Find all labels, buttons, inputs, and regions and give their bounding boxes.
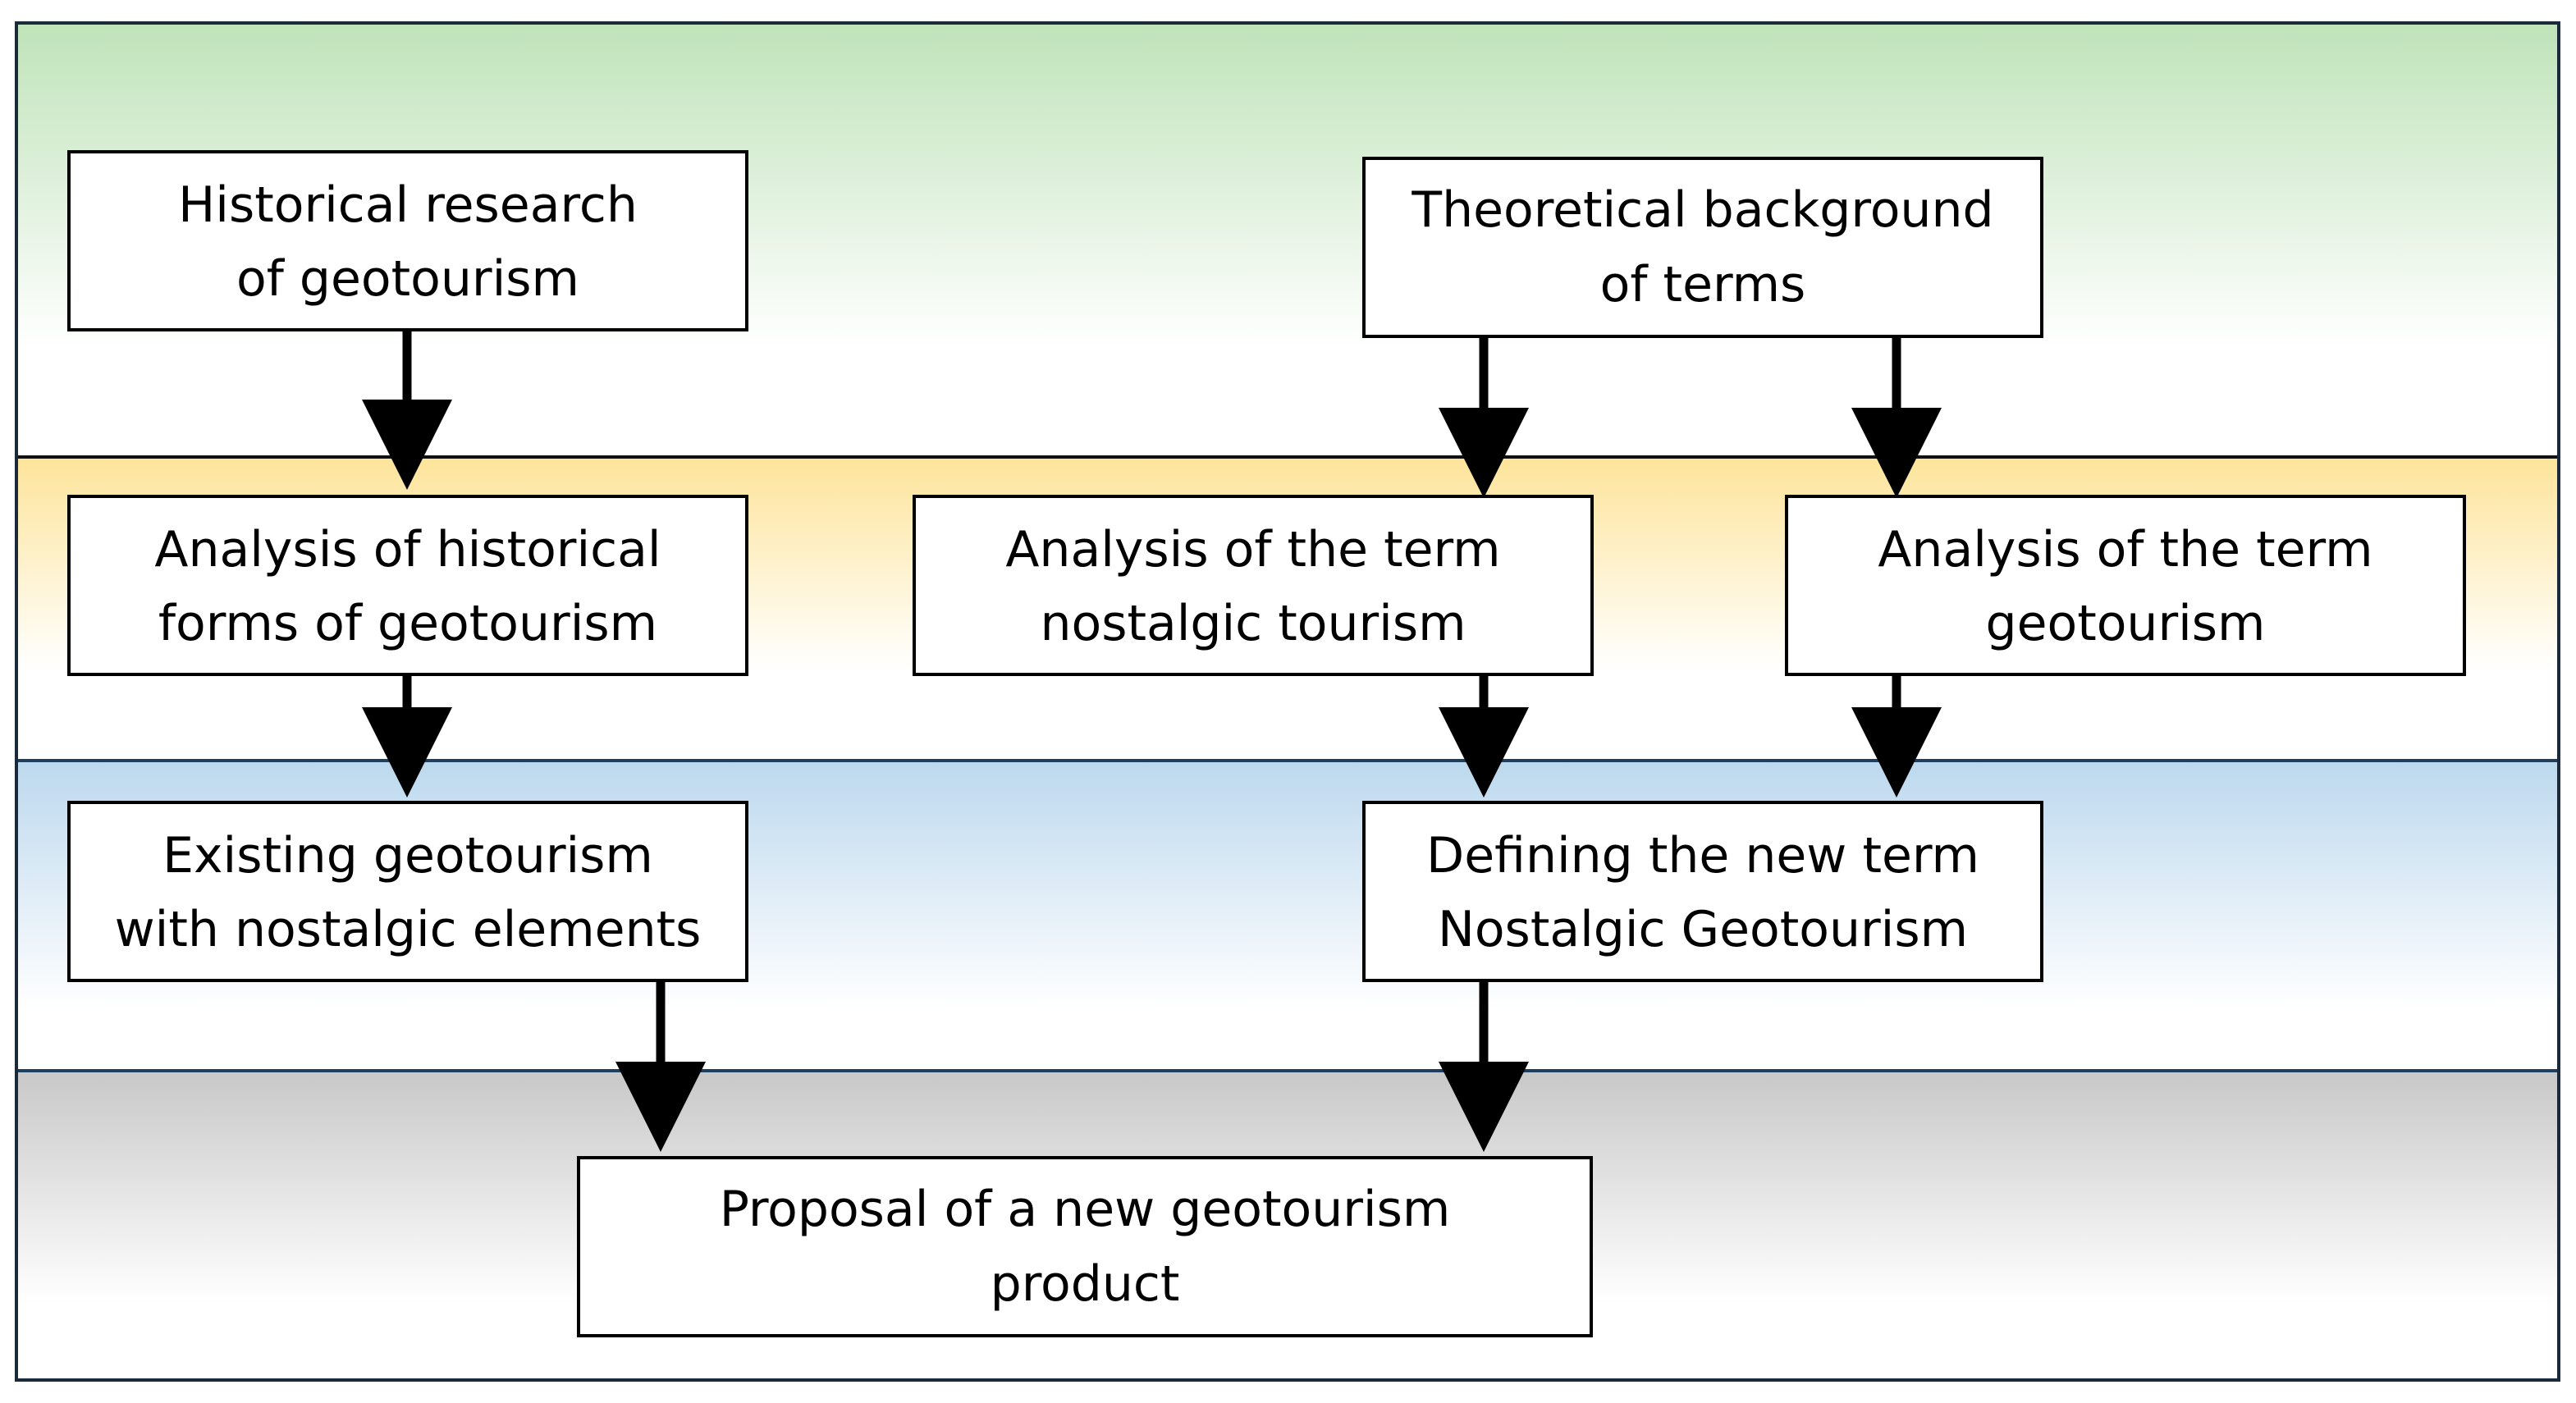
node-analysis-historical-forms-line2: forms of geotourism: [158, 595, 657, 652]
node-proposal: Proposal of a new geotourism product: [577, 1156, 1593, 1337]
node-historical-research-line1: Historical research: [178, 176, 638, 234]
node-existing-geotourism: Existing geotourism with nostalgic eleme…: [67, 801, 748, 982]
node-defining-new-term: Defining the new term Nostalgic Geotouri…: [1362, 801, 2043, 982]
node-analysis-geotourism-line2: geotourism: [1985, 595, 2265, 652]
node-analysis-nostalgic-tourism-line2: nostalgic tourism: [1040, 595, 1466, 652]
node-theoretical-background: Theoretical background of terms: [1362, 157, 2043, 338]
node-analysis-geotourism: Analysis of the term geotourism: [1785, 495, 2466, 676]
node-analysis-nostalgic-tourism-line1: Analysis of the term: [1005, 521, 1500, 578]
node-defining-new-term-line1: Defining the new term: [1426, 827, 1979, 884]
node-theoretical-background-line1: Theoretical background: [1411, 181, 1993, 239]
node-defining-new-term-line2: Nostalgic Geotourism: [1438, 901, 1968, 958]
node-analysis-historical-forms: Analysis of historical forms of geotouri…: [67, 495, 748, 676]
node-proposal-line2: product: [991, 1255, 1180, 1313]
outer-frame: [15, 21, 2560, 1382]
node-proposal-line1: Proposal of a new geotourism: [720, 1181, 1451, 1238]
node-historical-research: Historical research of geotourism: [67, 150, 748, 331]
node-analysis-historical-forms-line1: Analysis of historical: [154, 521, 661, 578]
node-analysis-nostalgic-tourism: Analysis of the term nostalgic tourism: [913, 495, 1594, 676]
node-historical-research-line2: of geotourism: [236, 250, 579, 308]
node-existing-geotourism-line1: Existing geotourism: [162, 827, 653, 884]
node-existing-geotourism-line2: with nostalgic elements: [115, 901, 702, 958]
node-analysis-geotourism-line1: Analysis of the term: [1878, 521, 2372, 578]
node-theoretical-background-line2: of terms: [1600, 256, 1806, 313]
